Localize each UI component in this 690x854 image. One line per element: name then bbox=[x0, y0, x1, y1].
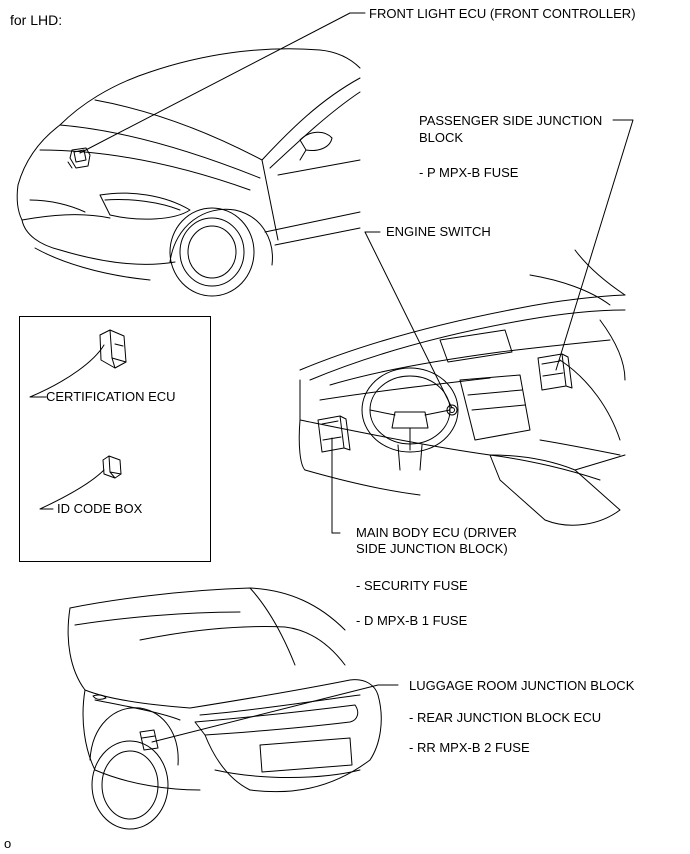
main-body-ecu-label-line2: SIDE JUNCTION BLOCK) bbox=[356, 541, 508, 556]
passenger-jb-label-line1: PASSENGER SIDE JUNCTION bbox=[419, 113, 603, 128]
luggage-jb-leader bbox=[151, 684, 399, 743]
certification-ecu-label: CERTIFICATION ECU bbox=[46, 389, 176, 404]
page-heading: for LHD: bbox=[10, 12, 63, 28]
front-light-ecu-leader bbox=[79, 12, 366, 154]
d-mpx-b-1-fuse-label: - D MPX-B 1 FUSE bbox=[356, 613, 468, 628]
id-code-box-leader bbox=[39, 469, 105, 510]
security-fuse-label: - SECURITY FUSE bbox=[356, 578, 468, 593]
main-body-ecu-leader bbox=[331, 437, 341, 534]
engine-switch-leader bbox=[364, 231, 453, 409]
passenger-jb-label-line2: BLOCK bbox=[419, 130, 464, 145]
rear-car-illustration bbox=[67, 587, 382, 830]
front-light-ecu-label: FRONT LIGHT ECU (FRONT CONTROLLER) bbox=[369, 6, 636, 21]
main-body-ecu-label-line1: MAIN BODY ECU (DRIVER bbox=[356, 525, 517, 540]
id-code-box-label: ID CODE BOX bbox=[57, 501, 143, 516]
engine-switch-label: ENGINE SWITCH bbox=[386, 224, 491, 239]
instrument-panel-illustration bbox=[298, 249, 626, 526]
rear-jb-ecu-label: - REAR JUNCTION BLOCK ECU bbox=[409, 710, 602, 725]
corner-mark: o bbox=[4, 836, 12, 851]
rr-mpx-b-2-fuse-label: - RR MPX-B 2 FUSE bbox=[409, 740, 530, 755]
passenger-jb-leader bbox=[555, 119, 634, 371]
id-code-box-part bbox=[102, 455, 122, 479]
luggage-jb-label: LUGGAGE ROOM JUNCTION BLOCK bbox=[409, 678, 635, 693]
p-mpx-b-fuse-label: - P MPX-B FUSE bbox=[419, 165, 519, 180]
smart-key-parts-box bbox=[19, 316, 211, 562]
certification-ecu-leader bbox=[29, 344, 105, 398]
front-car-illustration bbox=[16, 48, 361, 297]
certification-ecu-part bbox=[99, 329, 127, 369]
